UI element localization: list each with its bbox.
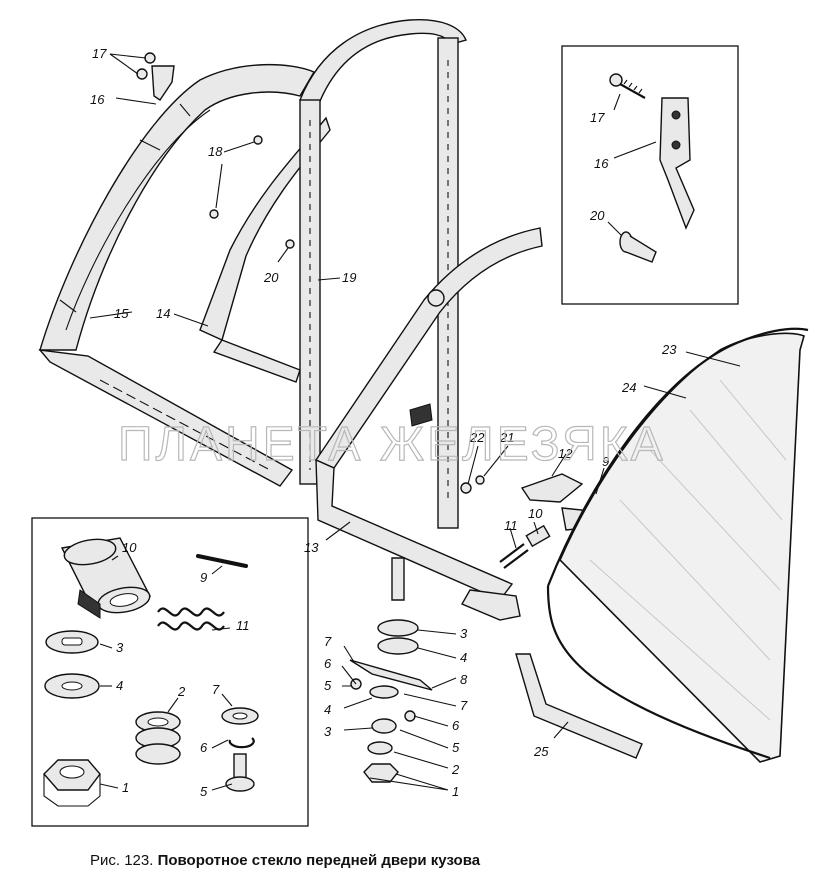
label-17-inset: 17 (590, 110, 605, 125)
glass-frame-13 (314, 227, 543, 621)
spring-washer-2-detail (135, 711, 181, 765)
label-17: 17 (92, 46, 107, 61)
screws-18 (209, 135, 295, 249)
label-23: 23 (661, 342, 677, 357)
label-13: 13 (304, 540, 319, 555)
label-7-inset: 7 (212, 682, 220, 697)
label-16-inset: 16 (594, 156, 609, 171)
spring-11-detail (157, 607, 225, 631)
mounting-kit (349, 619, 433, 783)
label-4-kit-left: 4 (324, 702, 331, 717)
leader-lines (89, 53, 741, 791)
strip-25 (515, 653, 643, 759)
washer-4-detail (44, 673, 100, 699)
sleeve-10-detail (60, 537, 152, 619)
label-3-kit-left: 3 (324, 724, 332, 739)
label-20-inset: 20 (589, 208, 605, 223)
label-11-inset: 11 (236, 618, 250, 633)
label-18: 18 (208, 144, 223, 159)
inset-bottom-left: 10 9 11 3 4 2 7 6 5 1 (31, 517, 309, 827)
screws-17-top (136, 52, 175, 101)
label-4-kit: 4 (460, 650, 467, 665)
label-9: 9 (602, 454, 609, 469)
label-20: 20 (263, 270, 279, 285)
label-12: 12 (558, 446, 573, 461)
washer-7-detail (221, 707, 259, 725)
channel-14 (199, 116, 331, 383)
figure-number: Рис. 123. (90, 852, 154, 869)
door-frame-15 (38, 63, 316, 487)
pin-9-detail (196, 554, 248, 568)
label-2-kit: 2 (451, 762, 460, 777)
label-7-kit-left: 7 (324, 634, 332, 649)
label-3-kit: 3 (460, 626, 468, 641)
label-9-inset: 9 (200, 570, 207, 585)
label-16: 16 (90, 92, 105, 107)
label-14: 14 (156, 306, 170, 321)
label-5-kit: 5 (452, 740, 460, 755)
nut-1-detail (43, 759, 101, 807)
label-6-inset: 6 (200, 740, 208, 755)
label-1-kit: 1 (452, 784, 459, 799)
label-3-inset: 3 (116, 640, 124, 655)
label-7-kit: 7 (460, 698, 468, 713)
label-25: 25 (533, 744, 549, 759)
label-5-inset: 5 (200, 784, 208, 799)
main-labels: 17 16 18 20 19 15 14 13 22 21 12 9 11 10… (90, 46, 677, 799)
figure-title: Поворотное стекло передней двери кузова (157, 852, 481, 869)
vent-glass-23 (546, 327, 809, 763)
label-10-inset: 10 (122, 540, 137, 555)
label-11: 11 (504, 518, 518, 533)
label-2-inset: 2 (177, 684, 186, 699)
label-10: 10 (528, 506, 543, 521)
label-1-inset: 1 (122, 780, 129, 795)
label-4-inset: 4 (116, 678, 123, 693)
label-19: 19 (342, 270, 356, 285)
label-15: 15 (114, 306, 129, 321)
bolt-5-detail (225, 753, 255, 792)
figure-caption: Рис. 123. Поворотное стекло передней две… (90, 852, 480, 869)
label-24: 24 (621, 380, 636, 395)
lock-washer-6-detail (228, 737, 255, 749)
pin-20-detail (619, 231, 657, 263)
label-22: 22 (469, 430, 485, 445)
label-6-kit: 6 (452, 718, 460, 733)
inset-top-right: 17 16 20 (561, 45, 739, 305)
label-5-kit-left: 5 (324, 678, 332, 693)
label-6-kit-left: 6 (324, 656, 332, 671)
bracket-16-detail (659, 97, 695, 230)
label-21: 21 (499, 430, 514, 445)
washer-3-detail (45, 630, 99, 654)
screw-17-detail (609, 73, 646, 99)
watermark: ПЛАНЕТА ЖЕЛЕЗЯКА (118, 418, 666, 471)
label-8-kit: 8 (460, 672, 468, 687)
inset-bottom-left-frame (31, 517, 309, 827)
inset-top-right-frame (561, 45, 739, 305)
